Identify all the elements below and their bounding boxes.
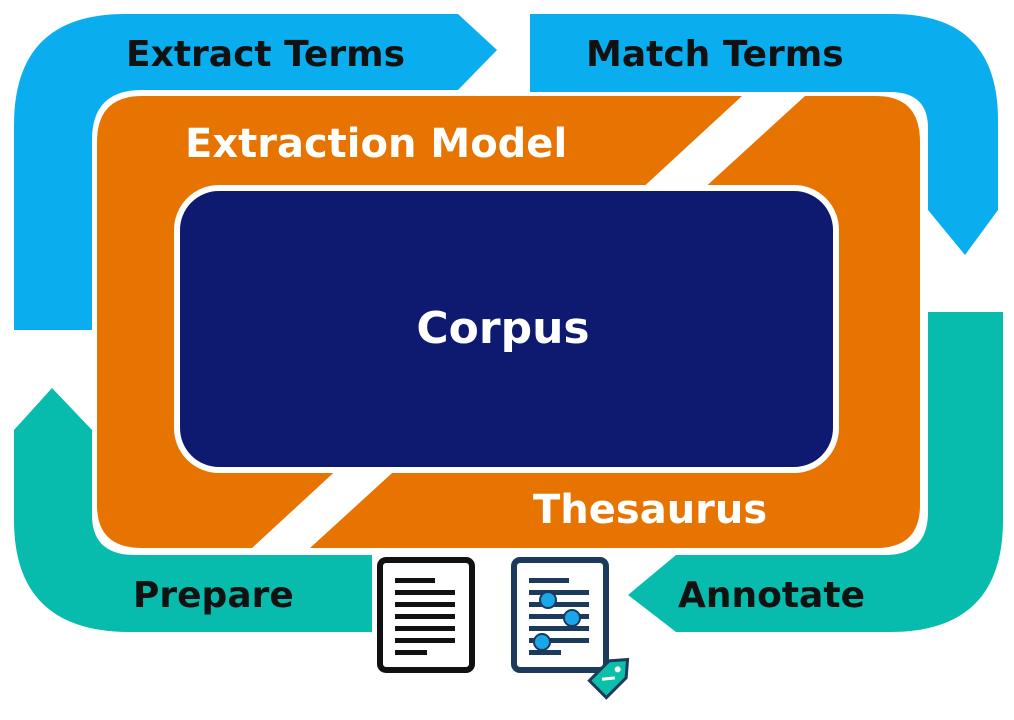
extract-terms-arrow <box>14 14 497 330</box>
annotate-arrow <box>628 312 1003 632</box>
thesaurus-label: Thesaurus <box>533 487 767 533</box>
corpus-label: Corpus <box>416 303 589 354</box>
extraction-model-label: Extraction Model <box>185 121 567 167</box>
extract-terms-label: Extract Terms <box>126 34 405 75</box>
annotate-label: Annotate <box>678 575 865 616</box>
match-terms-arrow <box>530 14 998 255</box>
prepare-arrow <box>14 388 372 632</box>
prepare-label: Prepare <box>133 575 294 616</box>
annotation-dot-icon <box>533 633 551 651</box>
match-terms-label: Match Terms <box>586 34 844 75</box>
corpus-box <box>174 185 839 473</box>
annotation-dot-icon <box>563 609 581 627</box>
tag-icon <box>587 657 630 700</box>
annotated-document-icon <box>511 557 609 673</box>
annotation-dot-icon <box>539 591 557 609</box>
document-icon <box>377 557 475 673</box>
